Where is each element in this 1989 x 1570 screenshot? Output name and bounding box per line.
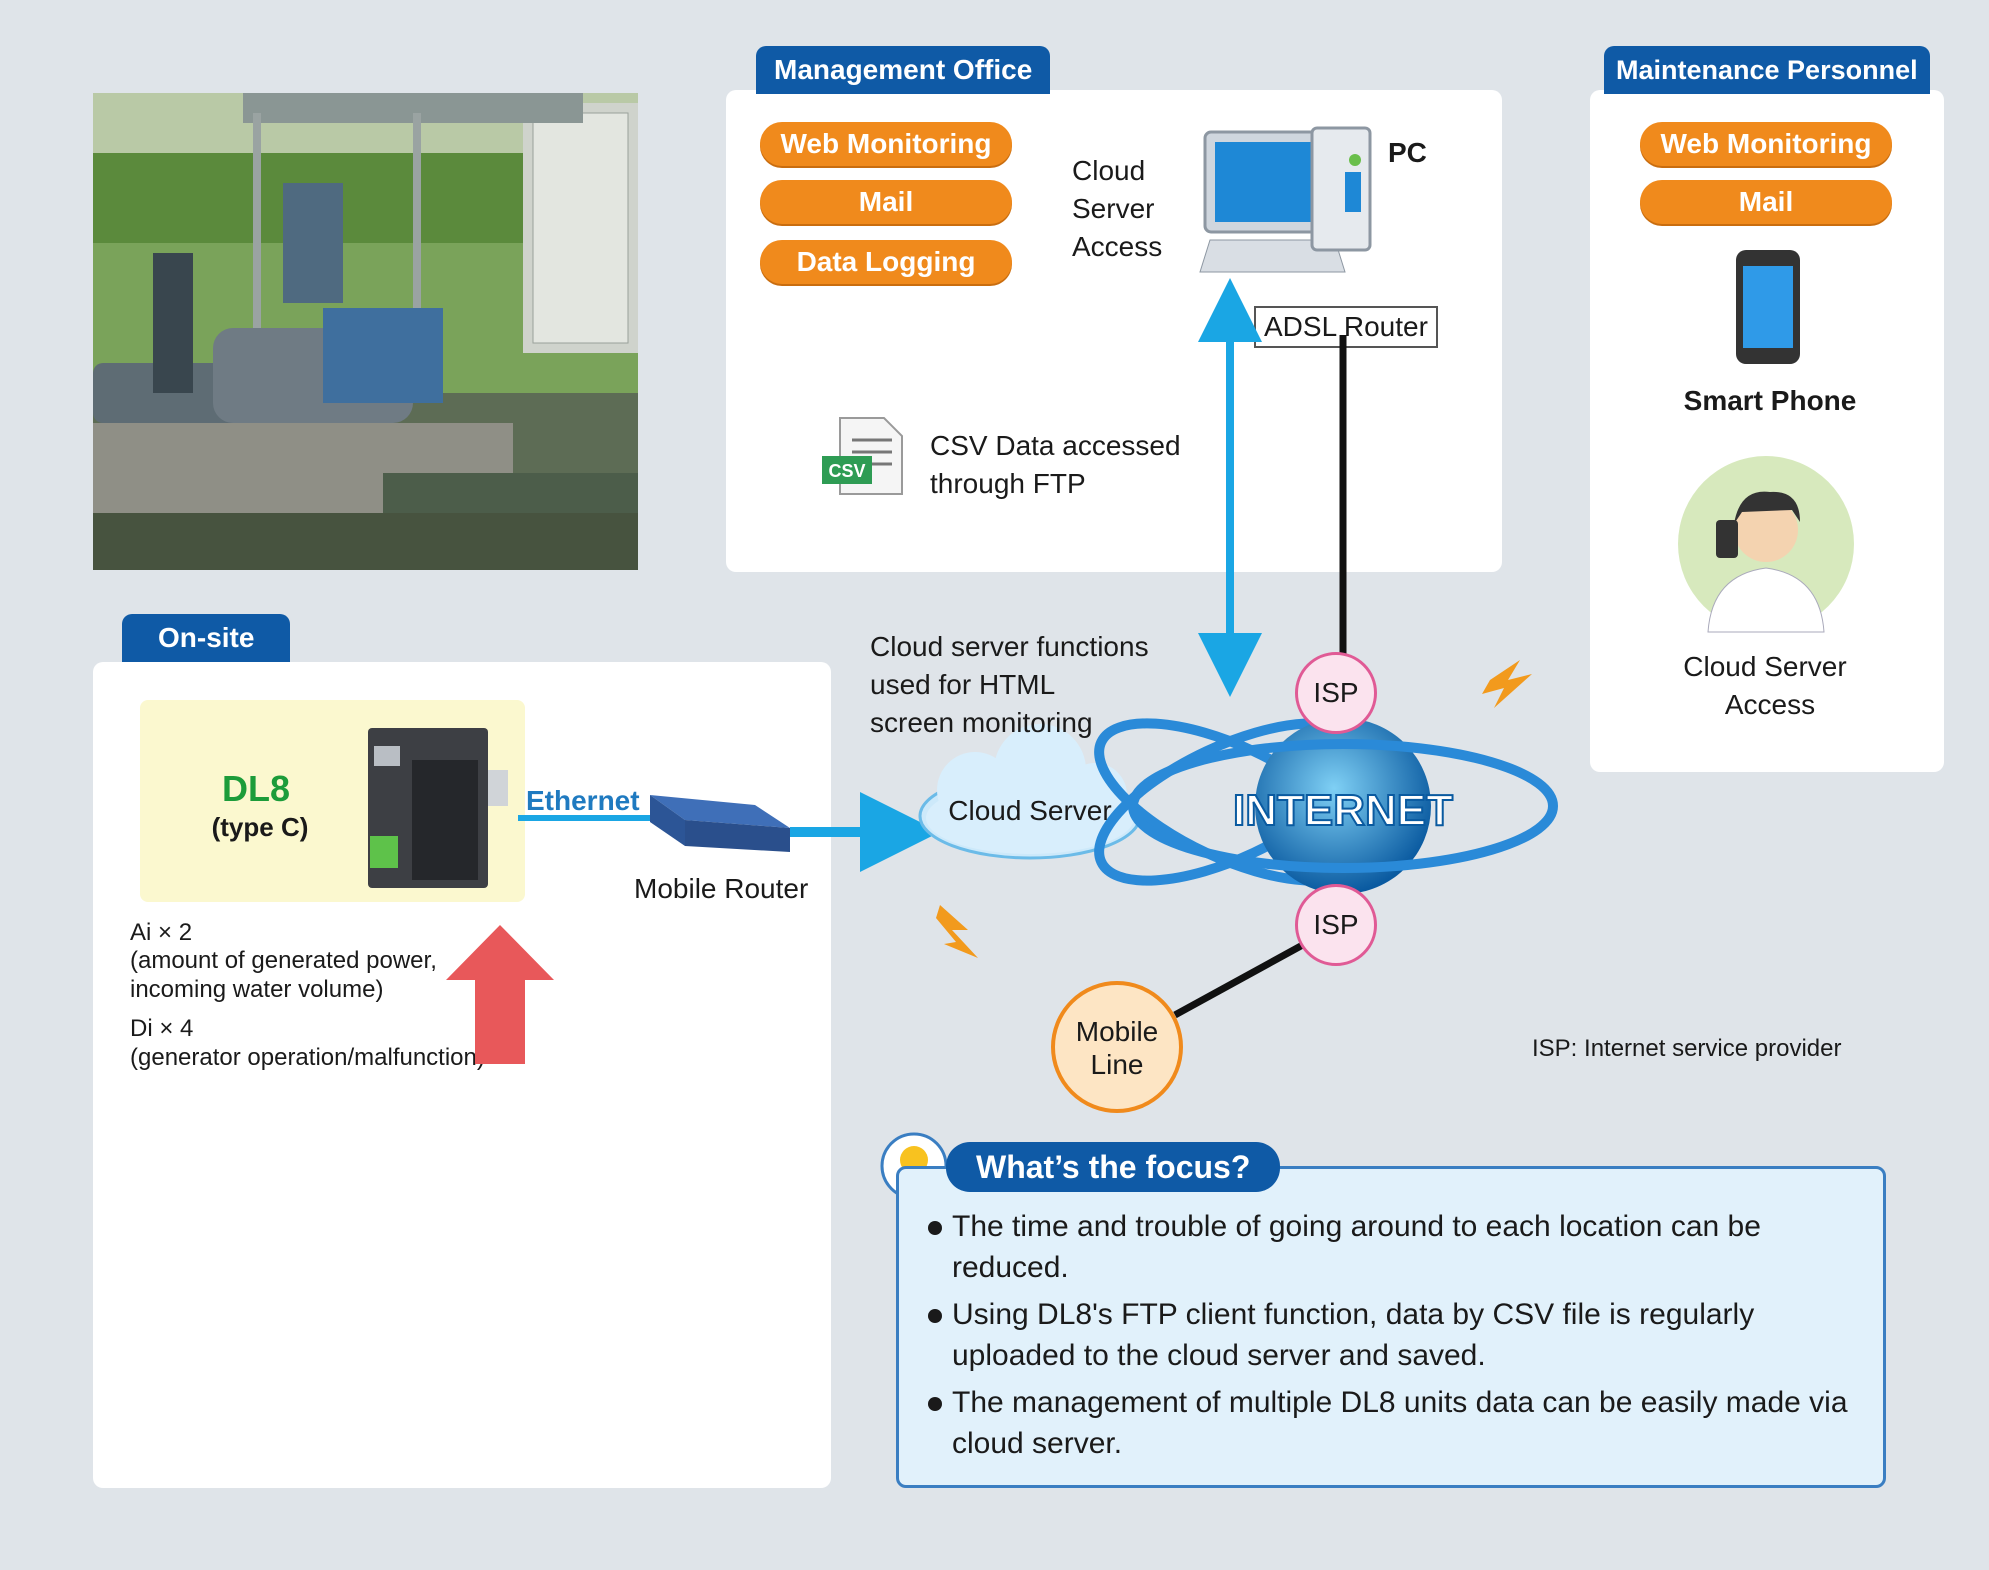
mail-pill: Mail	[760, 180, 1012, 224]
focus-box	[896, 1166, 1886, 1488]
di-desc: (generator operation/malfunction)	[130, 1044, 485, 1071]
mobile-router-label: Mobile Router	[634, 873, 809, 904]
globe-icon	[1094, 718, 1558, 894]
maint-cloud-access-line-1: Cloud Server	[1683, 651, 1847, 682]
mobile-line-circle	[1051, 981, 1183, 1113]
maintenance-tab: Maintenance Personnel	[1604, 46, 1930, 94]
csv-text-line-2: through FTP	[930, 468, 1086, 499]
red-up-arrow	[446, 925, 554, 1064]
onsite-tab: On-site	[122, 614, 291, 662]
maint-web-monitoring-pill: Web Monitoring	[1640, 122, 1892, 166]
internet-label: INTERNET	[1232, 785, 1454, 836]
cloud-note-3: screen monitoring	[870, 707, 1093, 738]
cloud-note-1: Cloud server functions	[870, 631, 1149, 662]
cloud-icon	[918, 724, 1142, 860]
ai-desc-2: incoming water volume)	[130, 976, 384, 1003]
web-monitoring-pill: Web Monitoring	[760, 122, 1012, 166]
csv-icon-label: CSV	[828, 461, 865, 481]
router-icon	[650, 795, 790, 852]
mobile-line-label-2: Line	[1090, 1049, 1144, 1080]
focus-item: Using DL8's FTP client function, data by…	[926, 1294, 1856, 1376]
focus-title: What’s the focus?	[946, 1142, 1281, 1192]
dl8-device-icon	[368, 728, 508, 888]
di-label: Di × 4	[130, 1015, 194, 1042]
cloud-server-label: Cloud Server	[948, 795, 1112, 826]
lightning-icon	[936, 905, 978, 958]
dl8-type: (type C)	[211, 812, 309, 842]
ethernet-label: Ethernet	[526, 785, 640, 816]
pc-icon	[1199, 126, 1372, 273]
cloud-access-line-1: Cloud	[1072, 155, 1146, 186]
isp-note: ISP: Internet service provider	[1532, 1035, 1842, 1062]
cloud-access-line-3: Access	[1072, 231, 1163, 262]
data-logging-pill: Data Logging	[760, 240, 1012, 284]
smartphone-icon	[1736, 250, 1800, 364]
management-office-tab: Management Office	[756, 46, 1051, 94]
focus-item: The management of multiple DL8 units dat…	[926, 1382, 1856, 1464]
isp-bottom: ISP	[1295, 884, 1377, 966]
csv-file-icon	[822, 417, 903, 495]
maint-cloud-access-line-2: Access	[1724, 689, 1816, 720]
smartphone-label: Smart Phone	[1683, 385, 1857, 416]
cloud-access-line-2: Server	[1072, 193, 1155, 224]
cloud-note-2: used for HTML	[870, 669, 1056, 700]
ai-label: Ai × 2	[130, 919, 193, 946]
csv-text-line-1: CSV Data accessed	[930, 430, 1181, 461]
dl8-name: DL8	[221, 768, 290, 809]
focus-list: The time and trouble of going around to …	[926, 1206, 1856, 1470]
pc-label: PC	[1388, 137, 1427, 168]
focus-item: The time and trouble of going around to …	[926, 1206, 1856, 1288]
mobile-line-label-1: Mobile	[1075, 1016, 1159, 1047]
ai-desc-1: (amount of generated power,	[130, 947, 437, 974]
person-icon	[1678, 456, 1854, 633]
lightning-icon	[1482, 660, 1532, 708]
isp-top: ISP	[1295, 652, 1377, 734]
maint-mail-pill: Mail	[1640, 180, 1892, 224]
